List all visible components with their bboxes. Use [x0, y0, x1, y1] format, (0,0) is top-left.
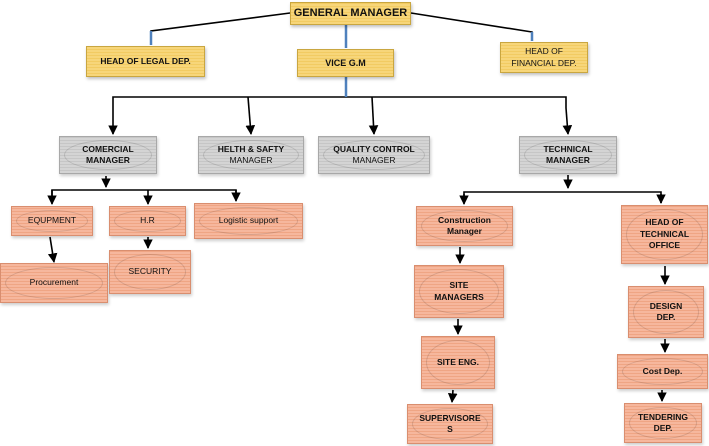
site-eng-label: SITE ENG. — [436, 356, 480, 367]
health-safety-sub: MANAGER — [229, 155, 273, 165]
quality-control-sub: MANAGER — [352, 155, 396, 165]
connector-to-technical — [562, 107, 573, 135]
head-financial-box: HEAD OF FINANCIAL DEP. — [500, 42, 588, 73]
connector-manager-bus — [112, 96, 567, 108]
procurement-label: Procurement — [29, 277, 79, 288]
supervisors-label: SUPERVISORE S — [419, 412, 481, 434]
vice-gm-box: VICE G.M — [297, 49, 394, 77]
hr-box: H.R — [109, 206, 186, 236]
connector-to-health-safety — [245, 96, 256, 135]
cost-dep-box: Cost Dep. — [617, 354, 708, 389]
equipment-label: EQUPMENT — [27, 215, 77, 226]
vice-gm-label: VICE G.M — [325, 57, 366, 68]
equipment-box: EQUPMENT — [11, 206, 93, 236]
commercial-manager-box: COMERCIAL MANAGER — [59, 136, 157, 174]
connector-gm-legal — [150, 12, 291, 44]
connector-gm-financial — [410, 12, 533, 40]
connector-to-procurement — [47, 236, 58, 263]
hr-label: H.R — [140, 215, 155, 226]
quality-control-manager-box: QUALITY CONTROL MANAGER — [318, 136, 430, 174]
connector-to-supervisors — [447, 389, 458, 403]
health-safety-manager-box: HELTH & SAFTY MANAGER — [198, 136, 304, 174]
commercial-manager-label: COMERCIAL MANAGER — [82, 143, 134, 165]
technical-manager-label: TECHNICAL MANAGER — [543, 143, 593, 165]
general-manager-box: GENERAL MANAGER — [290, 2, 411, 25]
construction-manager-label: Construction Manager — [438, 214, 491, 236]
site-eng-box: SITE ENG. — [421, 336, 495, 389]
tendering-dep-label: TENDERING DEP. — [637, 411, 689, 433]
site-managers-box: SITE MANAGERS — [414, 265, 504, 318]
logistic-support-label: Logistic support — [218, 215, 279, 226]
procurement-box: Procurement — [0, 263, 108, 303]
head-legal-label: HEAD OF LEGAL DEP. — [100, 55, 191, 66]
construction-manager-box: Construction Manager — [416, 206, 513, 246]
head-financial-label: HEAD OF FINANCIAL DEP. — [511, 46, 577, 68]
general-manager-label: GENERAL MANAGER — [293, 7, 408, 20]
security-label: SECURITY — [128, 266, 172, 277]
head-technical-office-box: HEAD OF TECHNICAL OFFICE — [621, 205, 708, 264]
head-legal-box: HEAD OF LEGAL DEP. — [86, 46, 205, 77]
technical-manager-box: TECHNICAL MANAGER — [519, 136, 617, 174]
security-box: SECURITY — [109, 250, 191, 294]
connector-commercial-bus — [51, 189, 237, 200]
quality-control-title: QUALITY CONTROL — [333, 143, 415, 154]
connector-to-quality — [368, 96, 379, 135]
health-safety-title: HELTH & SAFTY — [217, 143, 285, 154]
tendering-dep-box: TENDERING DEP. — [624, 403, 702, 443]
connector-technical-bus — [463, 191, 662, 203]
site-managers-label: SITE MANAGERS — [434, 280, 484, 302]
design-dep-label: DESIGN DEP. — [649, 300, 683, 322]
head-technical-office-label: HEAD OF TECHNICAL OFFICE — [639, 217, 690, 251]
logistic-support-box: Logistic support — [194, 203, 303, 239]
cost-dep-label: Cost Dep. — [642, 365, 683, 376]
supervisors-box: SUPERVISORE S — [407, 404, 493, 444]
design-dep-box: DESIGN DEP. — [628, 286, 704, 338]
